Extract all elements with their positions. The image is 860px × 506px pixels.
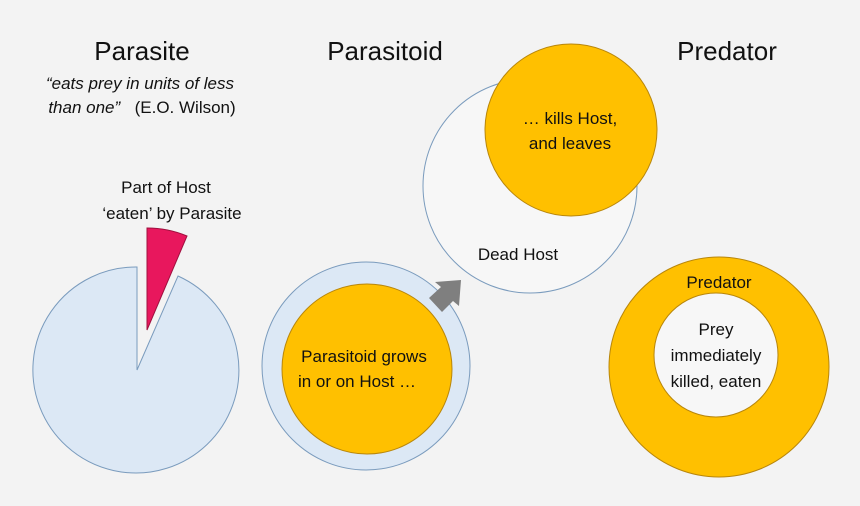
kills-host-line1: … kills Host, (523, 109, 617, 128)
parasite-eaten-wedge (146, 227, 188, 331)
predator-title: Predator (677, 36, 777, 66)
prey-line2: immediately (671, 346, 762, 365)
parasite-quote-attribution: (E.O. Wilson) (135, 98, 236, 117)
parasitoid-grows-line2: in or on Host … (298, 372, 416, 391)
parasite-callout-line1: Part of Host (121, 178, 211, 197)
parasite-callout-line2: ‘eaten’ by Parasite (102, 204, 241, 223)
parasite-host-body (32, 266, 240, 474)
dead-host-label: Dead Host (478, 245, 559, 264)
parasitoid-grows-line1: Parasitoid grows (301, 347, 427, 366)
prey-line1: Prey (699, 320, 734, 339)
parasite-quote-italic: than one” (48, 98, 121, 117)
parasitoid-title: Parasitoid (327, 36, 443, 66)
prey-line3: killed, eaten (671, 372, 762, 391)
parasite-title: Parasite (94, 36, 189, 66)
transition-arrow-icon (429, 280, 461, 312)
predator-label: Predator (686, 273, 752, 292)
kills-host-line2: and leaves (529, 134, 611, 153)
parasite-quote-line2: than one” (E.O. Wilson) (48, 98, 235, 117)
parasitoid-larva-circle (281, 283, 453, 455)
emerging-parasitoid-circle (484, 43, 658, 217)
prey-inner-circle (653, 292, 779, 418)
parasite-quote-line1: “eats prey in units of less (46, 74, 235, 93)
